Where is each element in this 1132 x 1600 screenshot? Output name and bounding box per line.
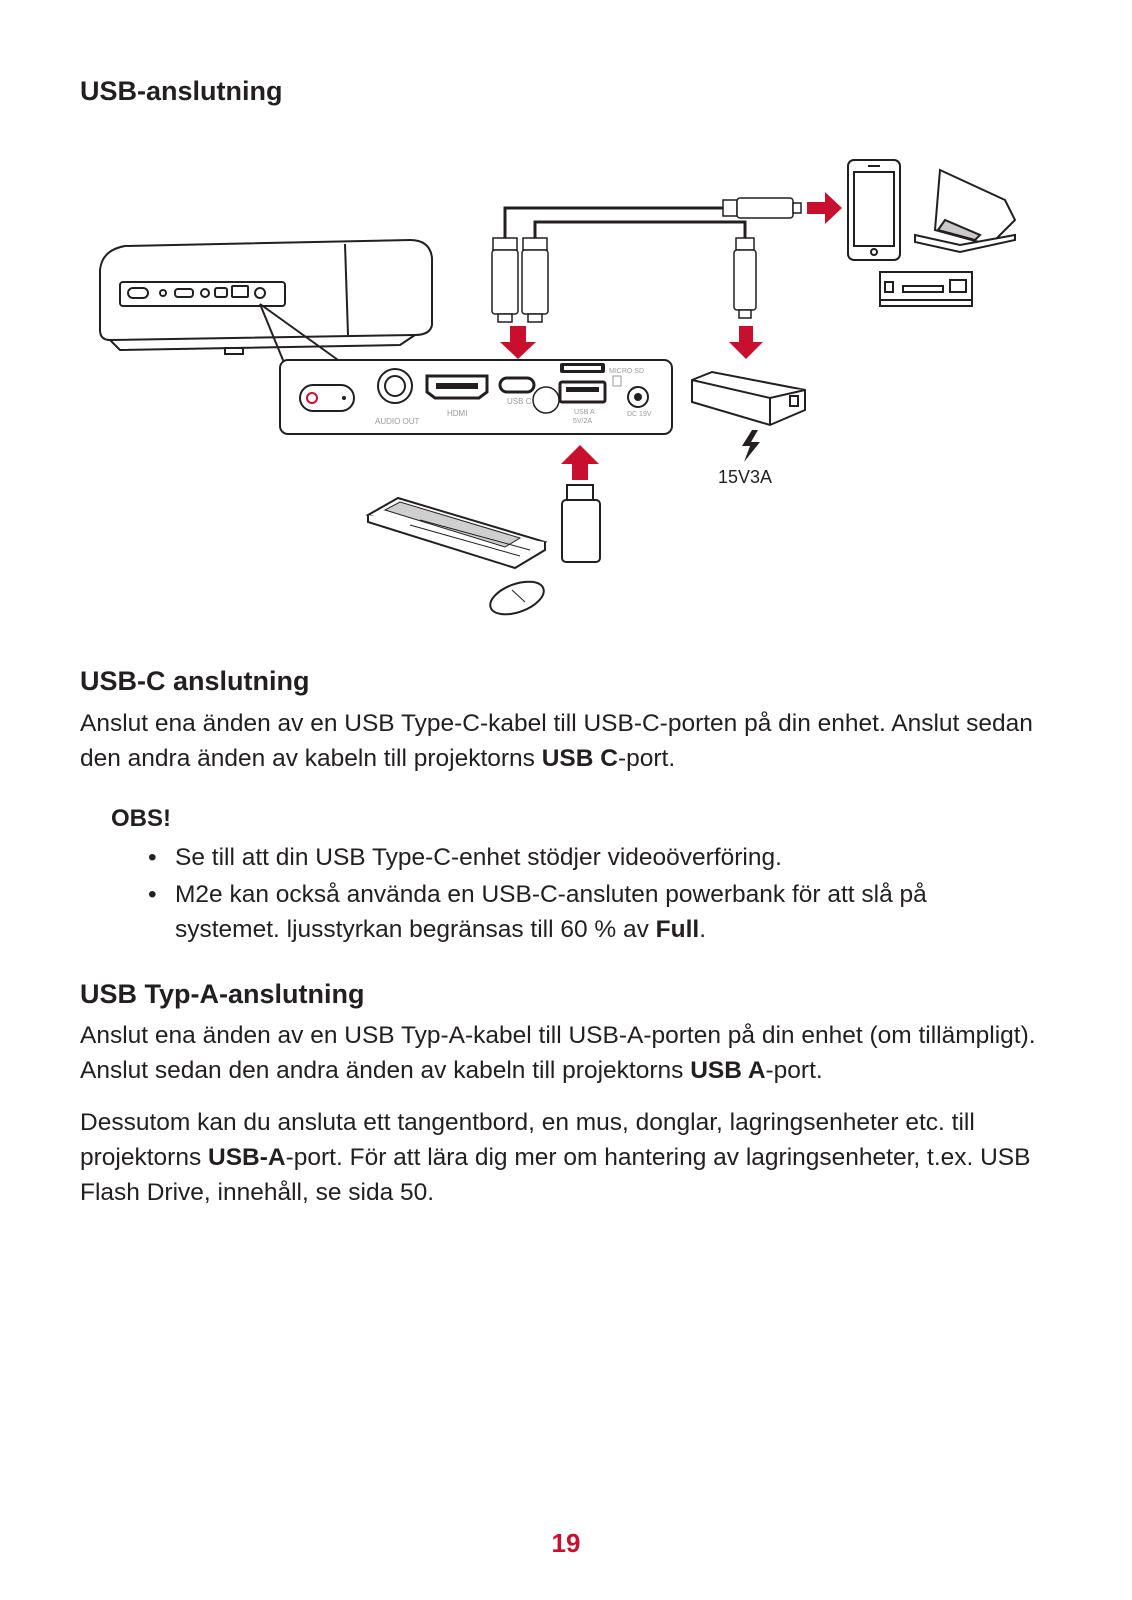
usb-a-paragraph-2: Dessutom kan du ansluta ett tangentbord,…	[80, 1109, 1031, 1206]
section-heading-usb-a: USB Typ-A-anslutning	[80, 979, 365, 1009]
smartphone	[847, 159, 901, 261]
port-panel: AUDIO OUT HDMI USB C USB A 5V/2A MICRO S…	[279, 359, 673, 435]
usb-c-label: USB C	[507, 397, 532, 406]
arrow-down-icon	[729, 326, 763, 359]
notes-list: Se till att din USB Type-C-enhet stödjer…	[148, 840, 1035, 949]
usb-a-rating-label: 5V/2A	[573, 418, 592, 425]
mouse	[489, 580, 545, 616]
obs-label: OBS!	[111, 805, 171, 832]
usb-c-port-name: USB C	[541, 745, 618, 772]
section-heading-usb-connection: USB-anslutning	[80, 76, 283, 106]
usb-c-cable	[503, 206, 747, 238]
projector	[99, 238, 433, 355]
usb-a-label: USB A	[574, 409, 595, 416]
usb-flash-drive	[561, 484, 601, 563]
connection-diagram: AUDIO OUT HDMI USB C USB A 5V/2A MICRO S…	[99, 159, 1017, 616]
arrow-up-icon	[561, 445, 599, 480]
usb-a-paragraph-1: Anslut ena änden av en USB Typ-A-kabel t…	[80, 1022, 1036, 1084]
audio-out-label: AUDIO OUT	[375, 417, 420, 426]
page-number: 19	[551, 1528, 581, 1558]
usb-c-paragraph: Anslut ena änden av en USB Type-C-kabel …	[80, 710, 1033, 772]
arrow-right-icon	[807, 192, 842, 224]
keyboard	[365, 496, 548, 570]
arrow-down-icon	[500, 326, 536, 359]
list-item: Se till att din USB Type-C-enhet stödjer…	[148, 840, 1035, 875]
hdmi-label: HDMI	[447, 409, 467, 418]
media-player	[879, 271, 973, 307]
power-rating-label: 15V3A	[718, 467, 772, 487]
power-icon	[306, 392, 318, 404]
list-item: M2e kan också använda en USB-C-ansluten …	[148, 877, 1035, 947]
section-heading-usb-c: USB-C anslutning	[80, 666, 310, 696]
dc-label: DC 19V	[627, 411, 652, 418]
laptop	[914, 168, 1017, 254]
micro-sd-label: MICRO SD	[609, 368, 644, 375]
powerbank	[691, 370, 806, 427]
lightning-icon	[742, 430, 760, 462]
